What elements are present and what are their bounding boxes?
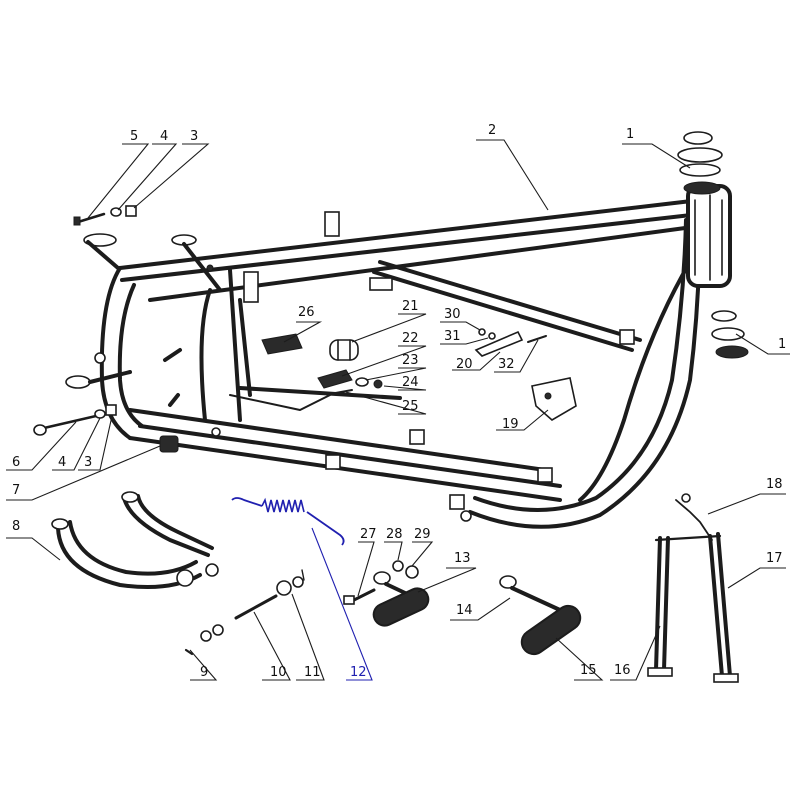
callout-label: 25 (402, 399, 419, 414)
callout-6: 6 (6, 421, 77, 471)
callout-label: 20 (456, 357, 473, 372)
headset-top-part (677, 131, 723, 195)
callout-17: 17 (727, 551, 786, 589)
loose-parts (33, 131, 749, 683)
callout-label: 21 (402, 299, 419, 314)
callout-24: 24 (383, 375, 427, 391)
callout-label: 14 (456, 603, 473, 618)
callout-8: 8 (6, 519, 61, 561)
swing-arm-part (51, 491, 219, 590)
callout-13: 13 (417, 551, 477, 593)
callout-label: 4 (58, 455, 66, 470)
callout-label: 23 (402, 353, 419, 368)
callout-label: 26 (298, 305, 315, 320)
callout-2: 2 (476, 123, 549, 211)
callout-19: 19 (496, 409, 549, 432)
callout-21: 21 (351, 299, 427, 343)
callout-3-bottom: 3 (78, 415, 113, 471)
callout-label: 27 (360, 527, 377, 542)
callout-25: 25 (345, 391, 427, 415)
callout-26: 26 (283, 305, 323, 343)
callout-label: 16 (614, 663, 631, 678)
callout-label: 31 (444, 329, 461, 344)
callout-22: 22 (341, 331, 427, 377)
callout-15: 15 (555, 637, 604, 681)
callout-28: 28 (384, 527, 403, 561)
callout-10: 10 (253, 611, 291, 681)
callout-label: 18 (766, 477, 783, 492)
callout-label: 8 (12, 519, 20, 534)
callout-label: 30 (444, 307, 461, 322)
callout-label: 3 (84, 455, 92, 470)
callout-16: 16 (610, 625, 661, 681)
spring-part-12 (231, 497, 345, 546)
callout-4-top: 4 (117, 129, 178, 211)
callout-20: 20 (452, 351, 501, 372)
callout-label: 12 (350, 665, 367, 680)
callout-label: 17 (766, 551, 783, 566)
callout-12: 12 (311, 527, 373, 681)
callout-18: 18 (707, 477, 786, 515)
footrest-right-part (499, 575, 582, 656)
callout-5: 5 (87, 129, 150, 219)
callout-label: 4 (160, 129, 168, 144)
callout-14: 14 (450, 597, 511, 621)
callout-4-bottom: 4 (52, 417, 101, 471)
callout-label: 1 (778, 337, 786, 352)
callout-label: 24 (402, 375, 419, 390)
callout-7: 7 (6, 445, 161, 501)
footrest-left-part (372, 571, 430, 627)
center-stand-part (647, 493, 739, 683)
callout-label: 19 (502, 417, 519, 432)
callout-label: 28 (386, 527, 403, 542)
callout-label: 10 (270, 665, 287, 680)
callout-1-top: 1 (622, 127, 691, 169)
callouts: 1 1 2 3 3 4 4 5 (6, 123, 790, 681)
callout-label: 5 (130, 129, 138, 144)
callout-label: 32 (498, 357, 515, 372)
callout-label: 6 (12, 455, 20, 470)
callout-23: 23 (365, 353, 427, 381)
callout-30: 30 (440, 307, 481, 331)
callout-label: 1 (626, 127, 634, 142)
headset-bottom-part (711, 310, 749, 359)
callout-label: 13 (454, 551, 471, 566)
callout-label: 22 (402, 331, 419, 346)
callout-label: 15 (580, 663, 597, 678)
callout-label: 3 (190, 129, 198, 144)
callout-label: 7 (12, 483, 20, 498)
callout-label: 9 (200, 665, 208, 680)
callout-32: 32 (494, 339, 539, 373)
callout-3-top: 3 (133, 129, 210, 209)
main-frame (65, 184, 732, 529)
callout-label: 11 (304, 665, 321, 680)
callout-31: 31 (440, 329, 489, 345)
callout-label: 2 (488, 123, 496, 138)
callout-11: 11 (291, 593, 325, 681)
callout-1-bottom: 1 (735, 333, 790, 355)
callout-29: 29 (411, 527, 434, 567)
callout-label: 29 (414, 527, 431, 542)
callout-27: 27 (357, 527, 377, 597)
callout-9: 9 (189, 649, 218, 681)
